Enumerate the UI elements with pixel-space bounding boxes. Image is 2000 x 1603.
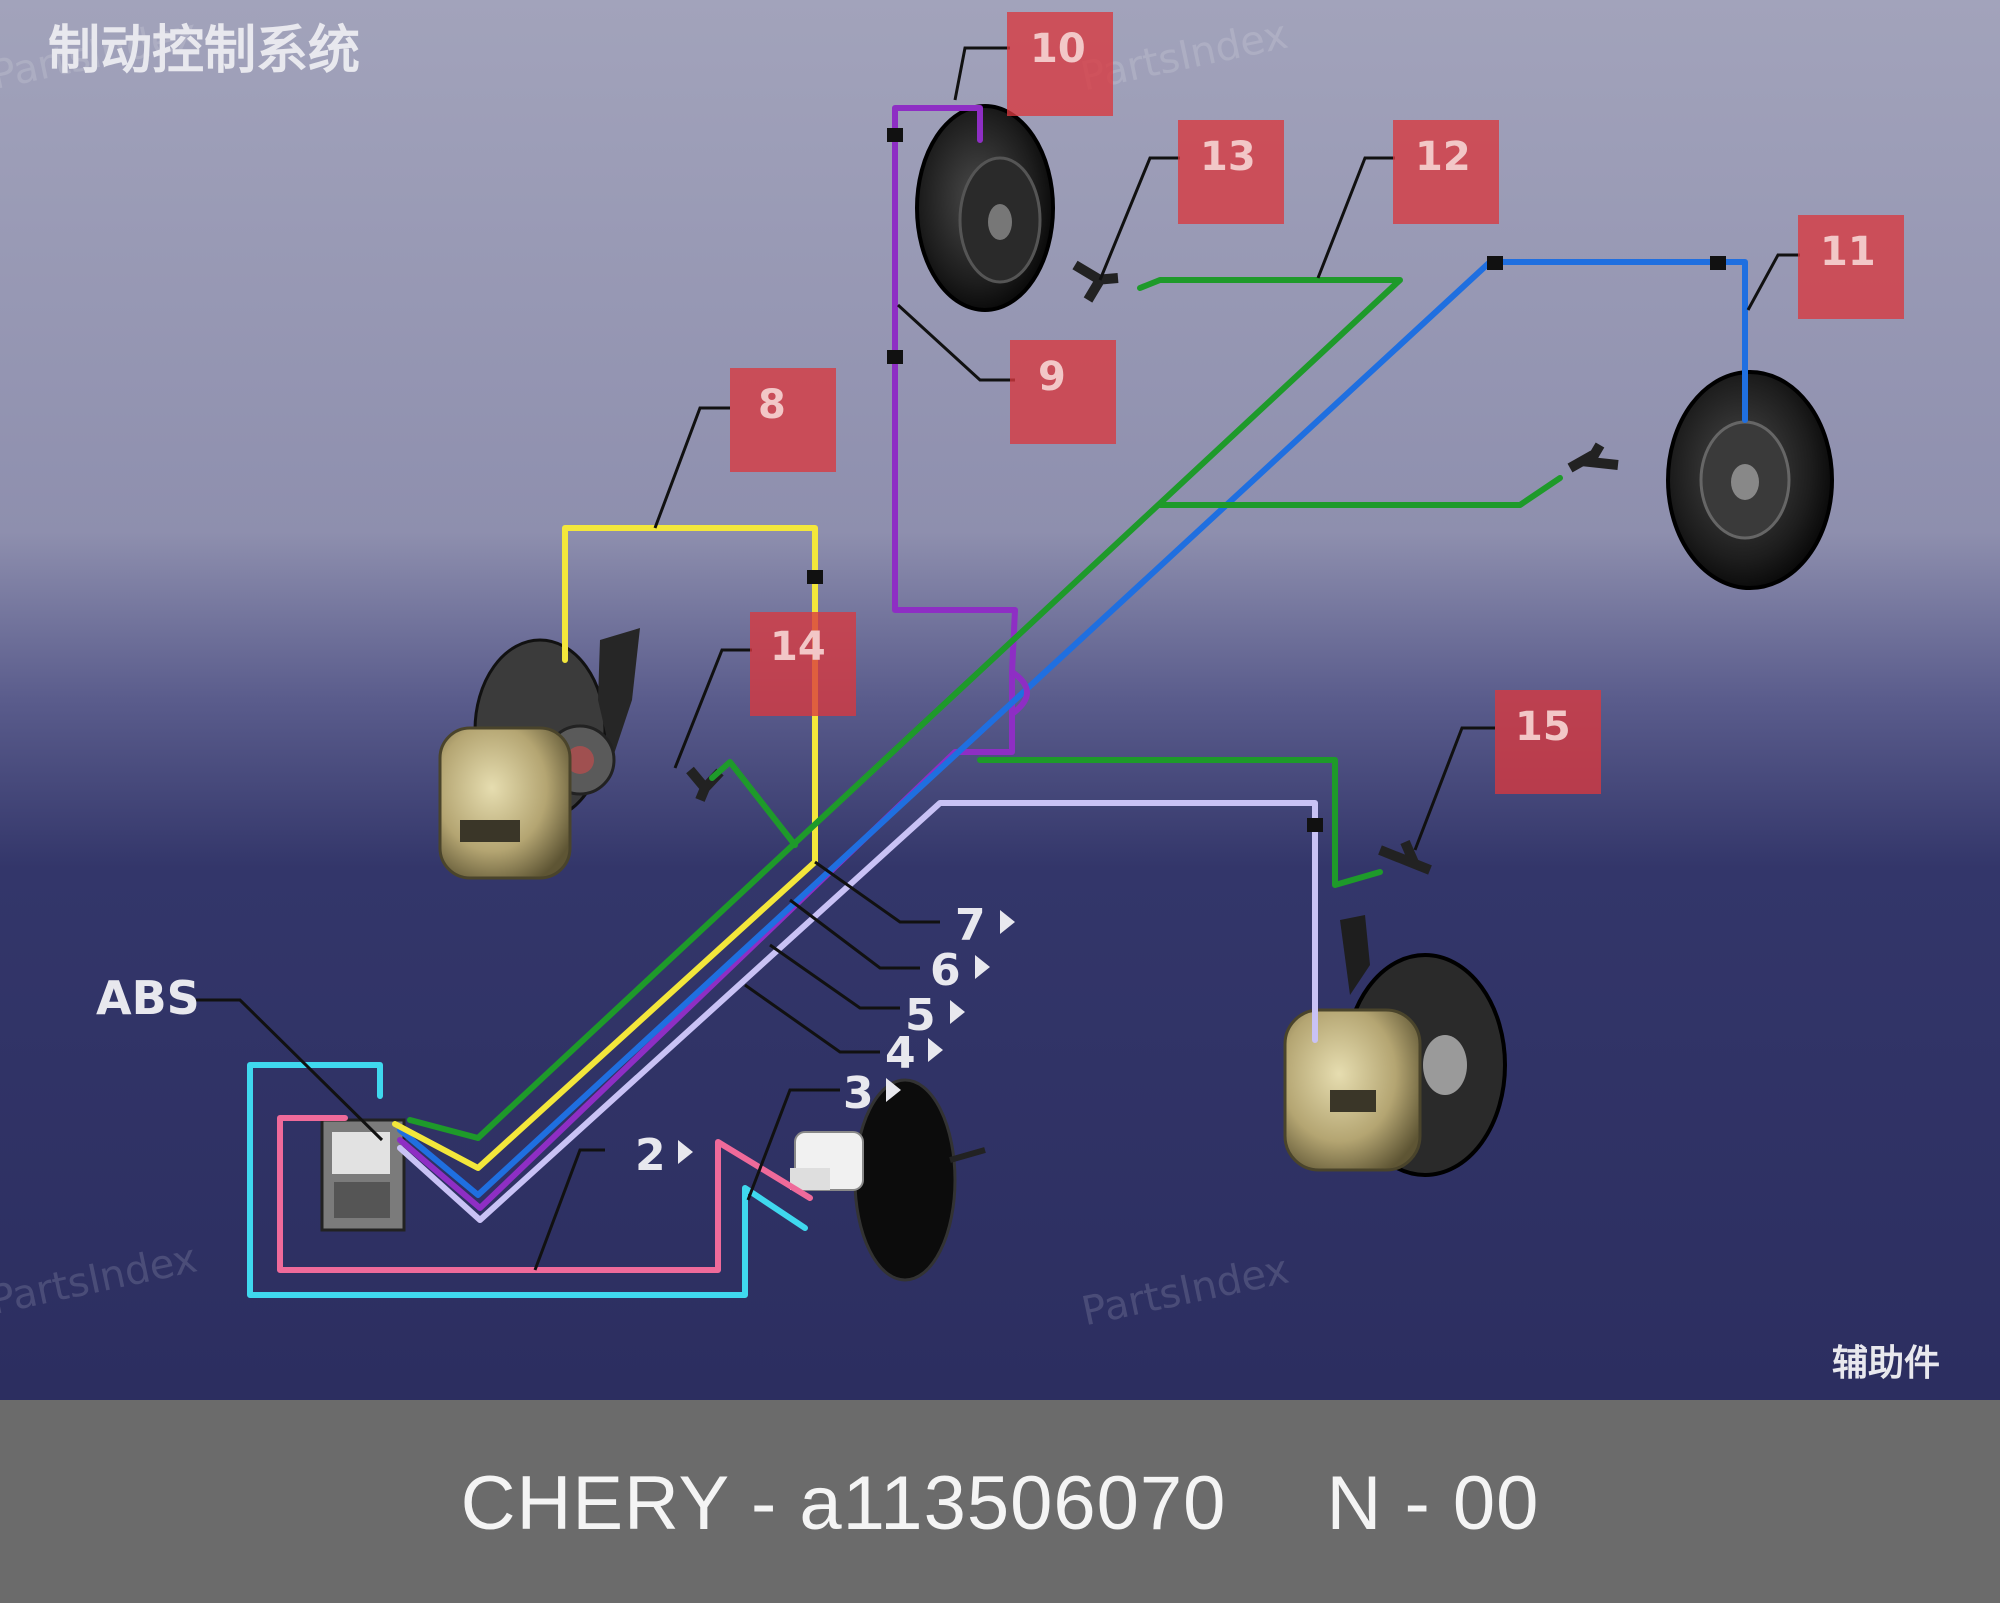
callout-10: 10 bbox=[1007, 12, 1113, 116]
front-right-caliper bbox=[1283, 915, 1507, 1177]
rear-right-disc bbox=[1666, 370, 1834, 590]
callout-14: 14 bbox=[750, 612, 856, 716]
svg-text:12: 12 bbox=[1415, 134, 1471, 180]
callout-13: 13 bbox=[1178, 120, 1284, 224]
callout-9: 9 bbox=[1010, 340, 1116, 444]
corner-label: 辅助件 bbox=[1832, 1343, 1940, 1384]
svg-text:13: 13 bbox=[1200, 134, 1256, 180]
svg-text:6: 6 bbox=[930, 945, 961, 996]
variant-code: N - 00 bbox=[1326, 1460, 1540, 1546]
arrow-label-4: 4 bbox=[885, 1028, 943, 1079]
abs-label: ABS bbox=[96, 971, 200, 1025]
svg-text:15: 15 bbox=[1515, 704, 1571, 750]
svg-text:5: 5 bbox=[905, 990, 936, 1041]
svg-text:3: 3 bbox=[843, 1068, 874, 1119]
svg-text:9: 9 bbox=[1038, 354, 1066, 400]
brake-diagram: PartsIndex PartsIndex PartsIndex PartsIn… bbox=[0, 0, 2000, 1400]
brake-booster bbox=[790, 1078, 986, 1282]
svg-text:4: 4 bbox=[885, 1028, 916, 1079]
brake-lines bbox=[247, 105, 1748, 1298]
svg-text:7: 7 bbox=[955, 900, 986, 951]
arrow-label-7: 7 bbox=[955, 900, 1015, 951]
part-footer: CHERY - a113506070 N - 00 bbox=[0, 1403, 2000, 1603]
svg-text:14: 14 bbox=[770, 624, 826, 670]
callout-8: 8 bbox=[730, 368, 836, 472]
arrow-label-6: 6 bbox=[930, 945, 990, 996]
diagram-title: 制动控制系统 bbox=[48, 21, 360, 81]
svg-text:2: 2 bbox=[635, 1130, 666, 1181]
svg-text:11: 11 bbox=[1820, 229, 1876, 275]
svg-text:8: 8 bbox=[758, 382, 786, 428]
svg-text:10: 10 bbox=[1030, 26, 1086, 72]
callout-12: 12 bbox=[1393, 120, 1499, 224]
arrow-label-5: 5 bbox=[905, 990, 965, 1041]
part-code: CHERY - a113506070 bbox=[460, 1460, 1227, 1546]
front-left-caliper bbox=[438, 628, 640, 880]
arrow-label-3: 3 bbox=[843, 1068, 901, 1119]
arrow-label-2: 2 bbox=[635, 1130, 693, 1181]
rear-left-disc bbox=[915, 104, 1055, 312]
callout-11: 11 bbox=[1798, 215, 1904, 319]
callout-15: 15 bbox=[1495, 690, 1601, 794]
abs-unit bbox=[320, 1118, 406, 1232]
leader-lines bbox=[195, 46, 1800, 1271]
